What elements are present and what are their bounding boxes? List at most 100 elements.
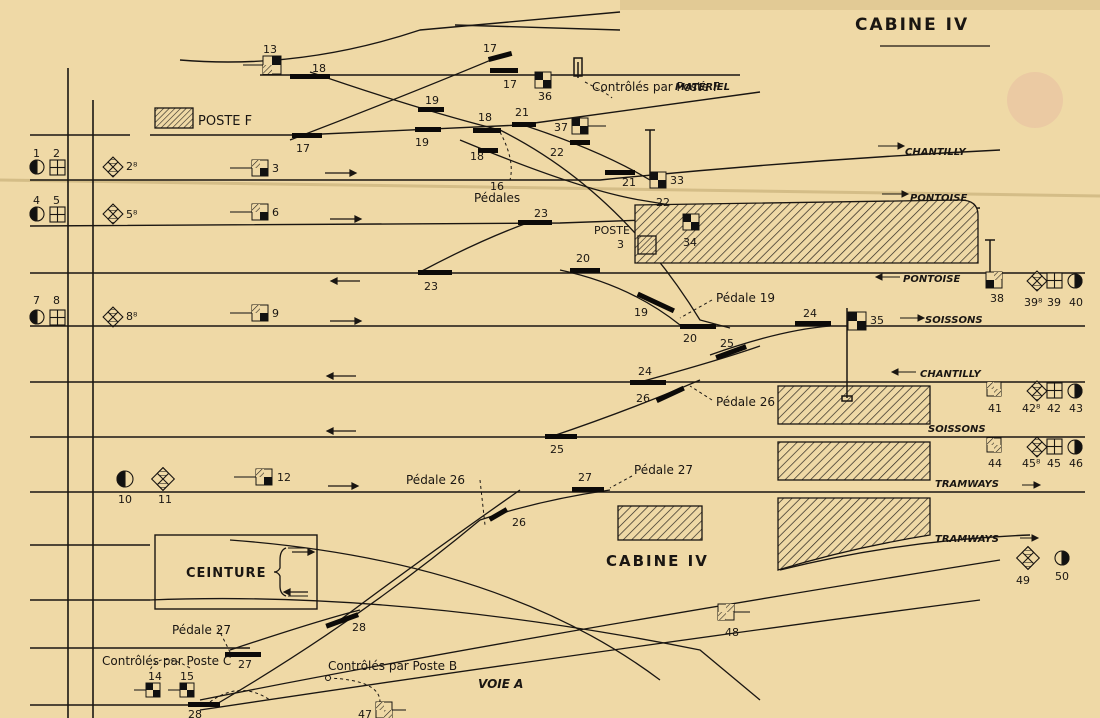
note-pedale-19: Pédale 19 — [716, 291, 775, 305]
switch-27b: 27 — [238, 658, 252, 671]
signal-36 — [534, 71, 552, 89]
signal-13 — [243, 55, 282, 75]
pedal-pointers — [149, 81, 713, 703]
signal-47 — [375, 701, 406, 718]
signal-number: 42⁸ — [1022, 402, 1041, 415]
switch-17c: 17 — [296, 142, 310, 155]
note-controles-f: Contrôlés par Poste F — [592, 80, 720, 94]
signal-boxes — [134, 55, 1003, 718]
note-controles-c: Contrôlés par Poste C — [102, 654, 231, 668]
signal-number: 8⁸ — [126, 310, 138, 323]
switch-21a: 21 — [515, 106, 529, 119]
switch-23a: 23 — [534, 207, 548, 220]
note-controles-b: Contrôlés par Poste B — [328, 659, 457, 673]
switch-19b: 19 — [415, 136, 429, 149]
ceinture-brace — [273, 547, 287, 597]
switch-19a: 19 — [425, 94, 439, 107]
crossovers — [149, 51, 1001, 711]
poste-3-label: POSTE — [594, 224, 630, 237]
switch-22b: 22 — [656, 196, 670, 209]
signal-number: 7 — [33, 294, 40, 307]
signal-numbers: 1 2 2⁸ 3 4 5 5⁸ 6 7 8 8⁸ 9 10 11 12 13 1… — [33, 43, 1083, 718]
signal-38 — [985, 271, 1003, 289]
switch-20b: 20 — [683, 332, 697, 345]
switch-23b: 23 — [424, 280, 438, 293]
signal-number: 47 — [358, 708, 372, 718]
poste-3-number: 3 — [617, 238, 624, 251]
paper-crease — [0, 178, 1100, 198]
signal-15 — [168, 682, 195, 698]
signal-number: 2 — [53, 147, 60, 160]
switch-18b: 18 — [478, 111, 492, 124]
signal-number: 50 — [1055, 570, 1069, 583]
diamond-signals — [102, 156, 1048, 571]
switch-20a: 20 — [576, 252, 590, 265]
dest-chantilly-mid: CHANTILLY — [920, 369, 983, 380]
platform-3 — [777, 497, 931, 571]
note-pedale-27b: Pédale 27 — [172, 623, 231, 637]
signal-number: 15 — [180, 670, 194, 683]
dest-soissons-out: SOISSONS — [925, 315, 983, 326]
signal-number: 33 — [670, 174, 684, 187]
switch-26a: 26 — [636, 392, 650, 405]
switch-28b: 28 — [188, 708, 202, 718]
signal-number: 42 — [1047, 402, 1061, 415]
signal-number: 12 — [277, 471, 291, 484]
signal-number: 14 — [148, 670, 162, 683]
switch-25a: 25 — [720, 337, 734, 350]
direction-arrows — [282, 169, 363, 596]
signal-48 — [717, 603, 750, 621]
signal-6 — [230, 203, 269, 221]
switch-numbers: 17 17 17 18 18 18 19 19 19 20 20 21 21 2… — [188, 42, 817, 718]
signal-3 — [230, 159, 269, 177]
dest-arrows — [874, 142, 1042, 542]
note-pedales: Pédales — [474, 191, 520, 205]
signal-number: 49 — [1016, 574, 1030, 587]
note-pedale-27a: Pédale 27 — [634, 463, 693, 477]
switch-19c: 19 — [634, 306, 648, 319]
signal-number: 9 — [272, 307, 279, 320]
switch-28a: 28 — [352, 621, 366, 634]
signal-number: 45 — [1047, 457, 1061, 470]
platform-2 — [777, 441, 931, 481]
signal-number: 10 — [118, 493, 132, 506]
signal-number: 2⁸ — [126, 160, 138, 173]
note-pedale-26a: Pédale 26 — [716, 395, 775, 409]
signal-number: 36 — [538, 90, 552, 103]
left-signals — [29, 159, 134, 488]
poste-f-building — [154, 107, 194, 129]
switch-22a: 22 — [550, 146, 564, 159]
signal-number: 4 — [33, 194, 40, 207]
poste-3-platform — [634, 199, 979, 264]
dest-pontoise-top: PONTOISE — [910, 193, 967, 204]
signal-number: 41 — [988, 402, 1002, 415]
ceinture-box — [154, 534, 318, 610]
signal-35 — [847, 311, 867, 331]
signal-number: 39⁸ — [1024, 296, 1043, 309]
signal-number: 3 — [272, 162, 279, 175]
right-signals — [1046, 272, 1083, 566]
signal-number: 40 — [1069, 296, 1083, 309]
signal-number: 43 — [1069, 402, 1083, 415]
ceinture-label: CEINTURE — [186, 566, 266, 581]
vertical-lines — [67, 68, 94, 718]
buildings — [154, 107, 979, 571]
dest-pontoise-mid: PONTOISE — [903, 274, 960, 285]
signal-37 — [571, 117, 606, 135]
switch-26b: 26 — [512, 516, 526, 529]
signal-number: 44 — [988, 457, 1002, 470]
signal-number: 8 — [53, 294, 60, 307]
signal-number: 1 — [33, 147, 40, 160]
signal-number: 11 — [158, 493, 172, 506]
signal-14 — [134, 682, 161, 698]
poste-f-label: POSTE F — [198, 114, 252, 129]
paper-fold — [620, 0, 1100, 10]
signal-12 — [234, 468, 273, 486]
switch-18c: 18 — [470, 150, 484, 163]
dest-tramways-in: TRAMWAYS — [935, 534, 999, 545]
stamp-mark — [1007, 72, 1063, 128]
cabine-iv-building — [617, 505, 703, 541]
main-tracks — [29, 11, 1085, 706]
signal-number: 16 — [490, 180, 504, 193]
